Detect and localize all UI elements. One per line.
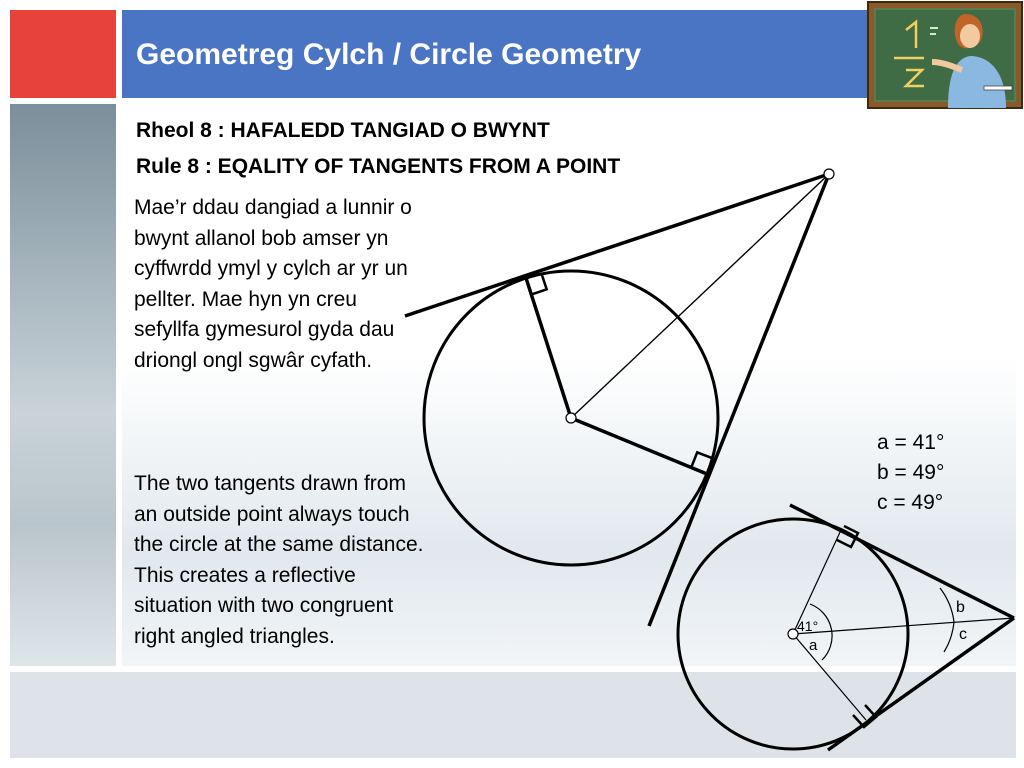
answer-b: b = 49° — [877, 461, 945, 484]
answers-list: a = 41° b = 49° c = 49° — [877, 428, 944, 518]
rule-title-welsh: Rheol 8 : HAFALEDD TANGIAD O BWYNT — [136, 119, 550, 142]
welsh-paragraph: Mae’r ddau dangiad a lunnir o bwynt alla… — [134, 196, 412, 372]
english-paragraph: The two tangents drawn from an outside p… — [134, 472, 424, 648]
teacher-at-blackboard-icon — [867, 1, 1023, 109]
answer-c: c = 49° — [877, 491, 944, 514]
bottom-decor-strip — [10, 672, 1016, 758]
answer-a: a = 41° — [877, 431, 945, 454]
left-decor-strip — [10, 104, 116, 666]
slide-title: Geometreg Cylch / Circle Geometry — [136, 38, 642, 71]
rule-title-english: Rule 8 : EQALITY OF TANGENTS FROM A POIN… — [136, 155, 621, 178]
accent-block — [10, 10, 116, 98]
title-bar — [122, 10, 868, 98]
